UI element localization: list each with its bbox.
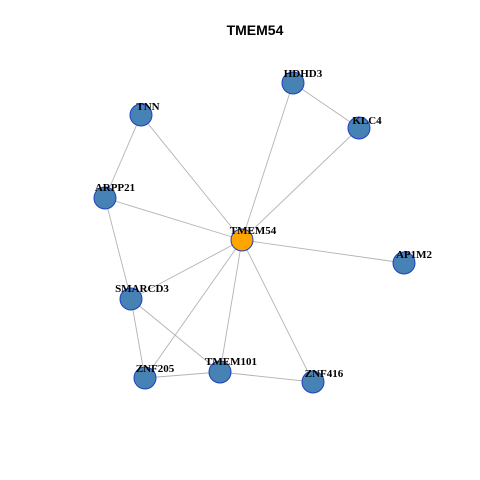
node-znf416 [301,370,325,394]
node-label-znf205: ZNF205 [136,363,175,375]
node-label-hdhd3: HDHD3 [284,68,323,80]
node-label-smarcd3: SMARCD3 [115,283,169,295]
node-label-tmem54: TMEM54 [230,225,277,237]
edge-tmem54-znf205 [144,239,243,379]
node-tmem54 [230,228,254,252]
node-znf205 [133,366,157,390]
node-tnn [129,103,153,127]
edge-smarcd3-znf205 [130,298,146,379]
edge-tmem101-znf416 [219,371,314,383]
edge-tmem54-arpp21 [104,197,243,241]
graph-title: TMEM54 [227,22,284,38]
edge-tmem54-klc4 [241,127,360,241]
node-klc4 [347,116,371,140]
node-hdhd3 [281,71,305,95]
edge-hdhd3-klc4 [292,82,360,129]
node-smarcd3 [119,287,143,311]
edge-tmem54-znf416 [241,239,314,383]
edge-tmem54-smarcd3 [130,239,243,300]
node-label-znf416: ZNF416 [305,368,344,380]
node-label-ap1m2: AP1M2 [396,249,433,261]
node-tmem101 [208,360,232,384]
edge-tmem54-hdhd3 [241,82,294,241]
edge-tmem54-ap1m2 [241,239,405,264]
node-label-tmem101: TMEM101 [205,356,257,368]
edges-layer [104,82,405,383]
node-label-tnn: TNN [136,101,159,113]
nodes-layer [93,71,416,394]
edge-tnn-arpp21 [104,114,142,199]
edge-arpp21-smarcd3 [104,197,132,300]
edge-tmem54-tmem101 [219,239,243,373]
edge-tmem54-tnn [140,114,243,241]
edge-znf205-tmem101 [144,371,221,379]
node-ap1m2 [392,251,416,275]
edge-smarcd3-tmem101 [130,298,221,373]
node-label-klc4: KLC4 [352,115,382,127]
node-label-arpp21: ARPP21 [95,182,135,194]
node-arpp21 [93,186,117,210]
